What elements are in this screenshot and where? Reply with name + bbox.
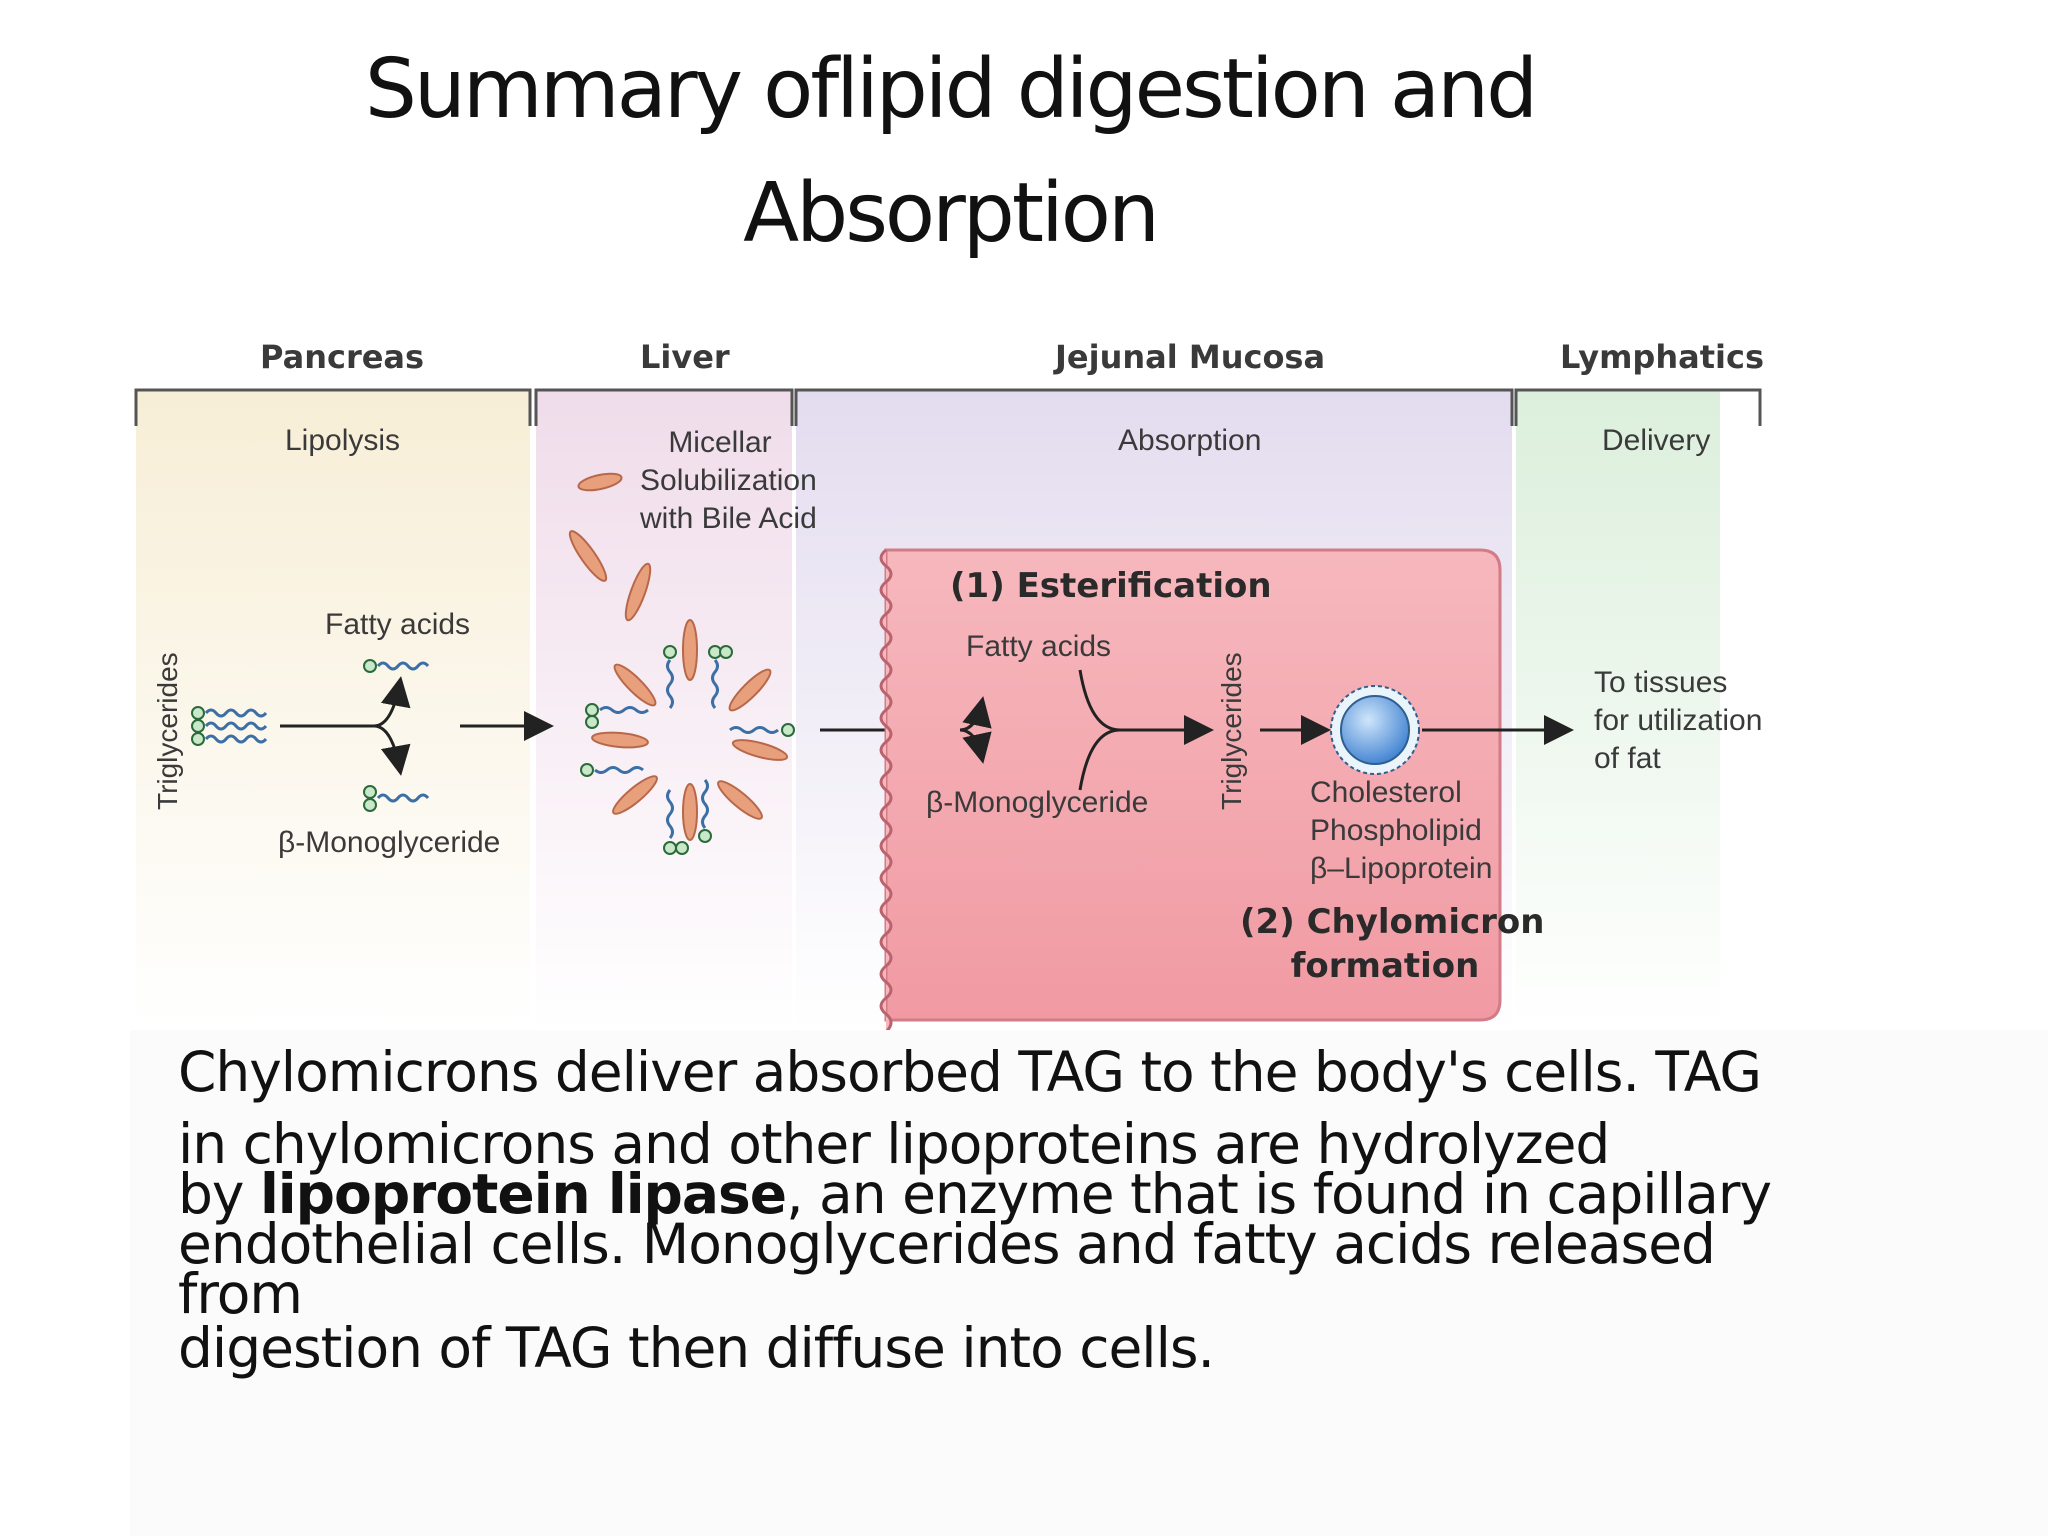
- title-line-1: Summary oflipid digestion and: [364, 42, 1538, 137]
- body-line-1: Chylomicrons deliver absorbed TAG to the…: [178, 1040, 1762, 1104]
- arrow-mucosa-monoglyceride: [959, 728, 992, 764]
- slide-title: Summary oflipid digestion and Absorption: [0, 28, 1900, 276]
- delivery-line-3: of fat: [1594, 742, 1661, 775]
- mucosa-monoglyceride-label: β-Monoglyceride: [926, 786, 1149, 819]
- triglyceride-molecule: [191, 706, 268, 746]
- body-line-5: from: [178, 1262, 303, 1326]
- header-liver: Liver: [640, 338, 730, 376]
- body-line-4: endothelial cells. Monoglycerides and fa…: [178, 1212, 1716, 1276]
- brush-border: [879, 548, 893, 1030]
- bile-acid-molecules: [568, 472, 652, 622]
- pancreas-monoglyceride-label: β-Monoglyceride: [278, 826, 501, 859]
- merge-bottom: [1078, 728, 1121, 791]
- component-cholesterol: Cholesterol: [1310, 776, 1462, 809]
- process-micellar-line-2: Solubilization: [640, 464, 817, 497]
- delivery-line-1: To tissues: [1594, 666, 1728, 699]
- micelle: [580, 619, 795, 855]
- chylomicron-components: Cholesterol Phospholipid β–Lipoprotein: [1310, 774, 1492, 888]
- body-line-2: in chylomicrons and other lipoproteins a…: [178, 1112, 1610, 1176]
- process-delivery: Delivery: [1602, 424, 1711, 457]
- step-chylomicron-formation: (2) Chylomicron formation: [1240, 900, 1545, 988]
- diagram-graphics: [134, 388, 1762, 1030]
- lipoprotein-lipase-term: lipoprotein lipase: [259, 1162, 787, 1226]
- mucosa-triglycerides-label: Triglycerides: [1216, 652, 1247, 810]
- process-micellar-line-3: with Bile Acid: [640, 502, 817, 535]
- body-line-3-post: , an enzyme that is found in capillary: [786, 1162, 1772, 1226]
- process-micellar: Micellar Solubilization with Bile Acid: [640, 424, 817, 538]
- title-line-2: Absorption: [743, 166, 1160, 261]
- mucosal-cell: [884, 548, 1502, 1022]
- process-micellar-line-1: Micellar: [668, 426, 772, 459]
- lipid-digestion-diagram: Pancreas Liver Jejunal Mucosa Lymphatics…: [130, 330, 1810, 1030]
- step-chylomicron-line-2: formation: [1290, 946, 1480, 986]
- body-line-6: digestion of TAG then diffuse into cells…: [178, 1316, 1215, 1380]
- process-lipolysis: Lipolysis: [285, 424, 401, 457]
- component-lipoprotein: β–Lipoprotein: [1310, 852, 1493, 885]
- delivery-line-2: for utilization: [1594, 704, 1763, 737]
- bottom-panel: [130, 1030, 2048, 1536]
- mucosa-fatty-acids-label: Fatty acids: [966, 630, 1112, 663]
- process-absorption: Absorption: [1118, 424, 1262, 457]
- monoglyceride-molecule: [363, 785, 430, 812]
- fatty-acid-molecule: [363, 659, 430, 673]
- liver-section: [536, 390, 792, 1030]
- body-line-3-pre: by: [178, 1162, 260, 1226]
- lymphatics-section: [1516, 390, 1720, 1030]
- pancreas-triglycerides-label: Triglycerides: [152, 652, 183, 810]
- step-chylomicron-line-1: (2) Chylomicron: [1240, 902, 1545, 942]
- body-line-3: by lipoprotein lipase, an enzyme that is…: [178, 1162, 1772, 1226]
- header-jejunal-mucosa: Jejunal Mucosa: [1055, 338, 1326, 376]
- chylomicron: [1330, 685, 1420, 775]
- header-brackets: [134, 388, 1762, 426]
- pancreas-fatty-acids-label: Fatty acids: [325, 608, 471, 641]
- arrow-to-monoglyceride: [373, 724, 411, 776]
- lymphatics-delivery-text: To tissues for utilization of fat: [1594, 664, 1762, 778]
- step-esterification: (1) Esterification: [950, 566, 1272, 606]
- component-phospholipid: Phospholipid: [1310, 814, 1482, 847]
- header-lymphatics: Lymphatics: [1560, 338, 1764, 376]
- header-pancreas: Pancreas: [260, 338, 425, 376]
